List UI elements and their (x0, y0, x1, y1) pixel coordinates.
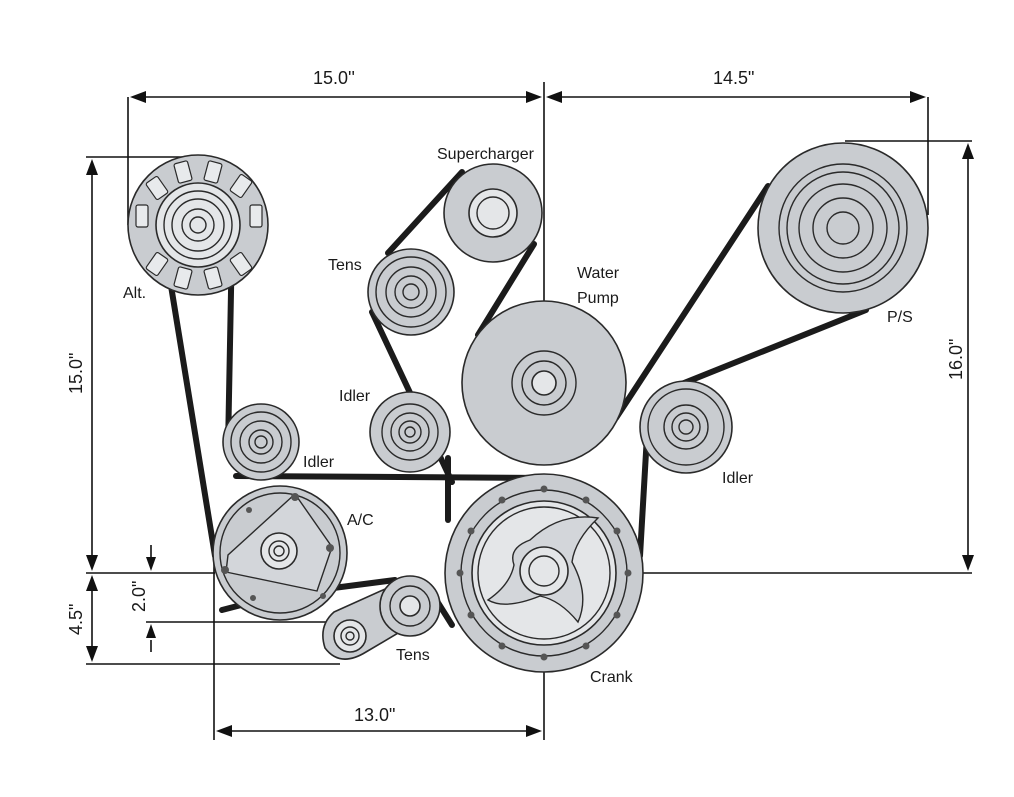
idler-left-label: Idler (303, 454, 335, 471)
dimension-right-vertical: 16.0" (946, 339, 966, 380)
tensioner-bottom-assembly (322, 575, 441, 660)
water-pump-label-line1: Water (577, 265, 620, 282)
dimension-bottom: 13.0" (354, 705, 395, 725)
power-steering-pulley (757, 142, 929, 314)
alternator-label: Alt. (123, 285, 146, 302)
belt-segment (385, 169, 465, 256)
tensioner-bottom-label: Tens (396, 647, 430, 664)
dimension-small-vertical: 2.0" (129, 581, 149, 612)
dimension-labels: 15.0'' 14.5" 15.0" 16.0" 2.0" 4.5" 13.0" (66, 68, 966, 725)
tensioner-top-label: Tens (328, 257, 362, 274)
dimension-top-left: 15.0'' (313, 68, 355, 88)
alternator-pulley (127, 154, 269, 296)
dimension-top-right: 14.5" (713, 68, 754, 88)
dimension-lower-left-vertical: 4.5" (66, 604, 86, 635)
ac-pulley (212, 485, 348, 621)
ac-label: A/C (347, 512, 374, 529)
idler-right-pulley (639, 380, 733, 474)
supercharger-pulley (443, 163, 543, 263)
belt-segment (681, 307, 869, 386)
crank-label: Crank (590, 669, 634, 686)
idler-right-label: Idler (722, 470, 754, 487)
idler-left-pulley (222, 403, 300, 481)
belt-segment (233, 473, 551, 481)
tensioner-top-pulley (367, 248, 455, 336)
dimension-lines (86, 82, 974, 740)
pulley-labels: Alt. Supercharger Tens Water Pump P/S Id… (123, 146, 913, 686)
power-steering-label: P/S (887, 309, 913, 326)
idler-center-pulley (369, 391, 451, 473)
water-pump-pulley (461, 300, 627, 466)
dimension-left-vertical: 15.0" (66, 353, 86, 394)
supercharger-label: Supercharger (437, 146, 535, 163)
crank-pulley (444, 473, 644, 673)
idler-center-label: Idler (339, 388, 371, 405)
belt-segment (163, 252, 218, 559)
belt-segment (613, 183, 771, 421)
belt-segment (475, 241, 537, 338)
water-pump-label-line2: Pump (577, 290, 619, 307)
